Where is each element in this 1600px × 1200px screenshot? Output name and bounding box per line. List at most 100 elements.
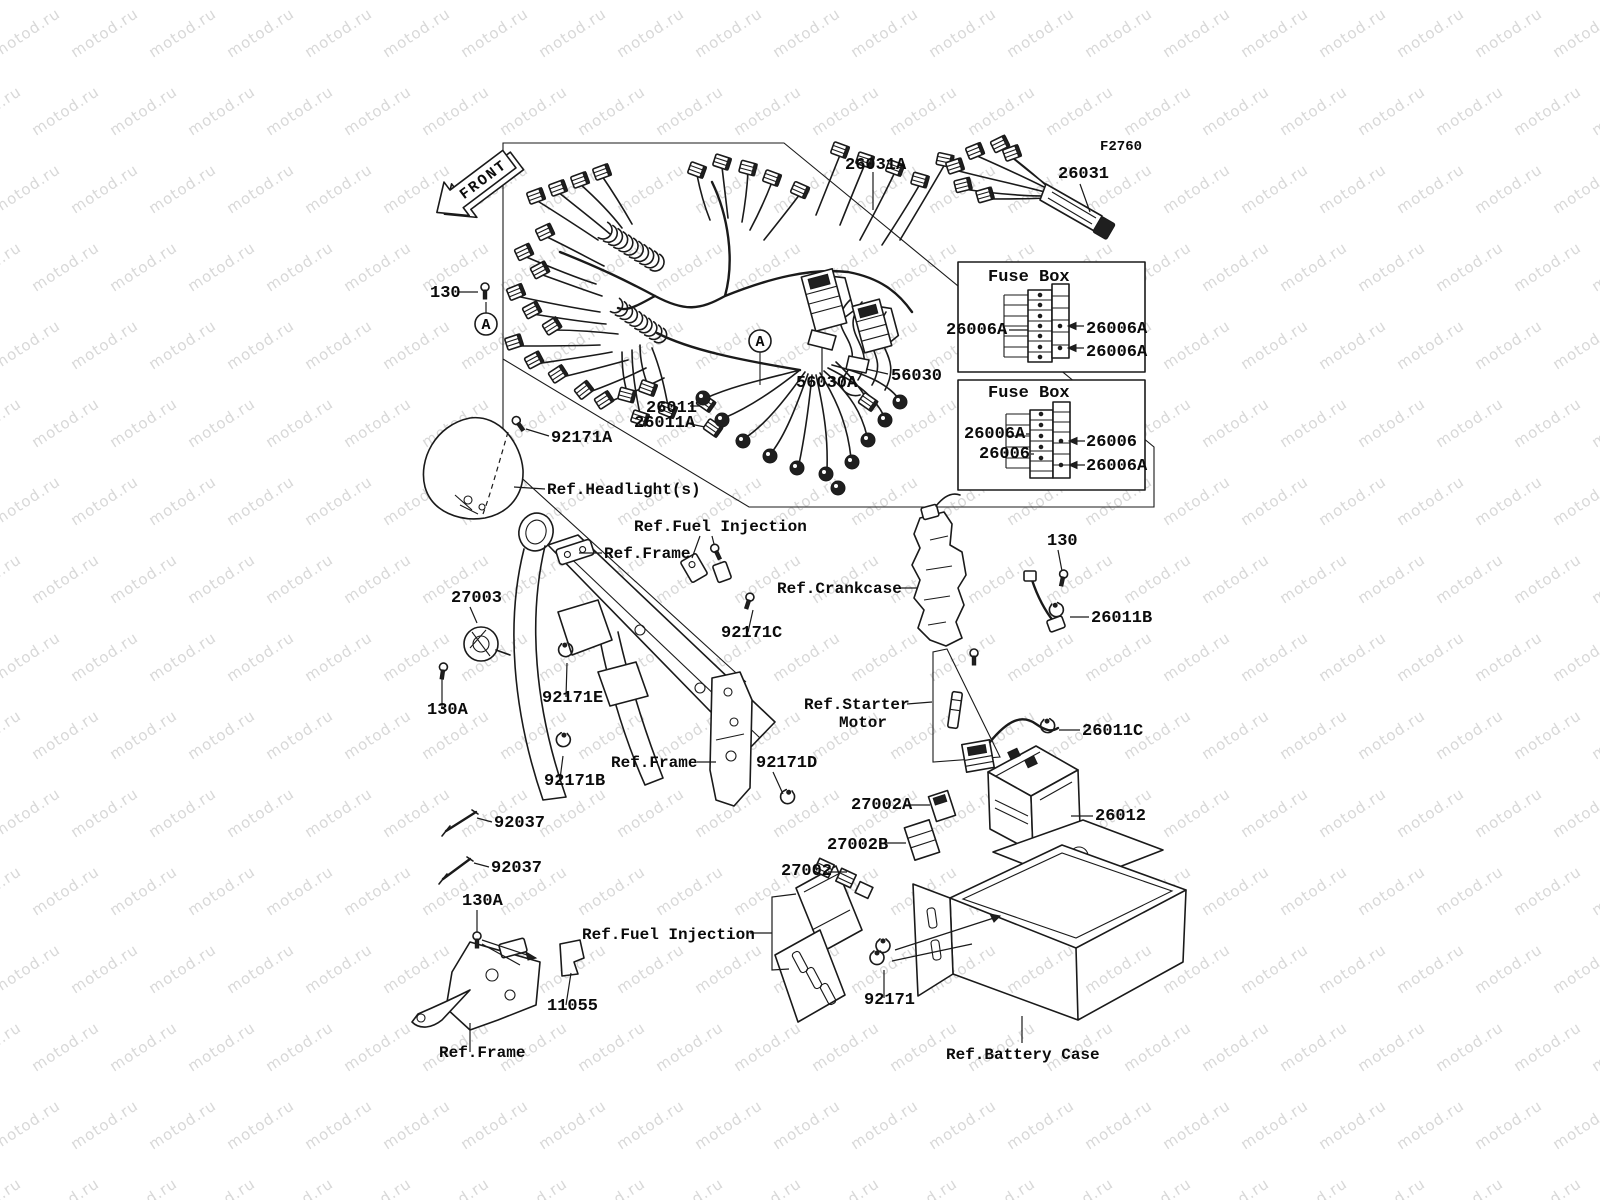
watermark-text: motod.ru (1471, 160, 1545, 217)
watermark-text: motod.ru (730, 1018, 804, 1075)
harness-round-connector (830, 480, 846, 496)
watermark-text: motod.ru (1198, 862, 1272, 919)
label-56030a: 56030A (796, 374, 858, 393)
watermark-text: motod.ru (67, 160, 141, 217)
label-26011c: 26011C (1082, 722, 1143, 741)
label-f2760: F2760 (1100, 139, 1142, 155)
watermark-text: motod.ru (1354, 238, 1428, 295)
label-ref-frame-bottom: Ref.Frame (439, 1044, 525, 1062)
watermark-text: motod.ru (0, 940, 64, 997)
watermark-text: motod.ru (340, 706, 414, 763)
watermark-text: motod.ru (1393, 316, 1467, 373)
watermark-text: motod.ru (886, 1174, 960, 1200)
watermark-text: motod.ru (1159, 784, 1233, 841)
watermark-text: motod.ru (1198, 1174, 1272, 1200)
watermark-text: motod.ru (418, 82, 492, 139)
screw-92037-2 (438, 856, 474, 885)
watermark-text: motod.ru (574, 1018, 648, 1075)
watermark-text: motod.ru (28, 82, 102, 139)
relay-27002b (903, 819, 941, 861)
watermark-text: motod.ru (730, 82, 804, 139)
label-fusebox1-left-1: 26006A (946, 321, 1008, 340)
watermark-text: motod.ru (1432, 1018, 1506, 1075)
watermark-text: motod.ru (613, 316, 687, 373)
frame-side-bracket (709, 671, 753, 807)
watermark-text: motod.ru (145, 316, 219, 373)
bolt (709, 543, 723, 561)
sub-harness-26031 (954, 147, 1116, 240)
harness-connector (523, 350, 545, 370)
watermark-text: motod.ru (496, 82, 570, 139)
watermark-text: motod.ru (0, 1018, 25, 1075)
watermark-text: motod.ru (379, 1096, 453, 1153)
harness-connector (504, 333, 525, 351)
watermark-text: motod.ru (0, 784, 64, 841)
watermark-text: motod.ru (1159, 472, 1233, 529)
watermark-text: motod.ru (184, 1174, 258, 1200)
watermark-text: motod.ru (223, 784, 297, 841)
watermark-text: motod.ru (1315, 940, 1389, 997)
watermark-text: motod.ru (1393, 160, 1467, 217)
watermark-text: motod.ru (1393, 4, 1467, 61)
harness-connector (975, 186, 995, 204)
harness-connector (541, 315, 563, 336)
harness-connector (855, 151, 876, 169)
watermark-text: motod.ru (1510, 550, 1584, 607)
harness-coil-wrap (597, 221, 665, 272)
watermark-text: motod.ru (1510, 238, 1584, 295)
watermark-text: motod.ru (1276, 1174, 1350, 1200)
label-92171a: 92171A (551, 429, 613, 448)
watermark-text: motod.ru (184, 862, 258, 919)
watermark-text: motod.ru (1003, 940, 1077, 997)
watermark-text: motod.ru (769, 784, 843, 841)
watermark-text: motod.ru (1081, 1096, 1155, 1153)
watermark-text: motod.ru (964, 1174, 1038, 1200)
watermark-text: motod.ru (1354, 82, 1428, 139)
watermark-text: motod.ru (28, 550, 102, 607)
watermark-text: motod.ru (106, 550, 180, 607)
cable-clamp (1039, 717, 1056, 734)
label-26011b: 26011B (1091, 609, 1152, 628)
watermark-text: motod.ru (262, 394, 336, 451)
harness-round-connector (735, 433, 751, 449)
watermark-text: motod.ru (0, 1096, 64, 1153)
label-130-right: 130 (1047, 532, 1078, 551)
watermark-text: motod.ru (301, 316, 375, 373)
watermark-text: motod.ru (223, 4, 297, 61)
watermark-text: motod.ru (0, 4, 64, 61)
watermark-text: motod.ru (262, 1174, 336, 1200)
harness-connector (630, 409, 651, 427)
watermark-text: motod.ru (28, 1174, 102, 1200)
junction-box-56030a (800, 268, 855, 332)
harness-connector (830, 141, 851, 160)
harness-connector (526, 186, 547, 205)
watermark-text: motod.ru (106, 1018, 180, 1075)
watermark-text: motod.ru (1159, 316, 1233, 373)
watermark-text: motod.ru (1354, 394, 1428, 451)
label-fusebox1-right-2: 26006A (1086, 343, 1148, 362)
watermark-text: motod.ru (1081, 628, 1155, 685)
watermark-text: motod.ru (28, 706, 102, 763)
watermark-text: motod.ru (67, 784, 141, 841)
harness-connector (657, 401, 679, 420)
label-marker-a-mid: A (755, 334, 764, 351)
watermark-text: motod.ru (0, 628, 64, 685)
label-92171e: 92171E (542, 689, 603, 708)
watermark-text: motod.ru (301, 1096, 375, 1153)
watermark-text: motod.ru (340, 82, 414, 139)
watermark-text: motod.ru (262, 1018, 336, 1075)
watermark-text: motod.ru (1471, 628, 1545, 685)
fuse-box-2 (957, 379, 1146, 491)
watermark-text: motod.ru (613, 940, 687, 997)
watermark-text: motod.ru (1588, 238, 1600, 295)
watermark-text: motod.ru (0, 550, 25, 607)
watermark-text: motod.ru (1276, 706, 1350, 763)
watermark-text: motod.ru (1237, 628, 1311, 685)
screw-92037-1 (441, 809, 479, 837)
watermark-text: motod.ru (1237, 160, 1311, 217)
label-92171d: 92171D (756, 754, 817, 773)
watermark-text: motod.ru (1510, 1018, 1584, 1075)
watermark-text: motod.ru (184, 706, 258, 763)
watermark-text: motod.ru (1354, 550, 1428, 607)
watermark-text: motod.ru (1159, 628, 1233, 685)
